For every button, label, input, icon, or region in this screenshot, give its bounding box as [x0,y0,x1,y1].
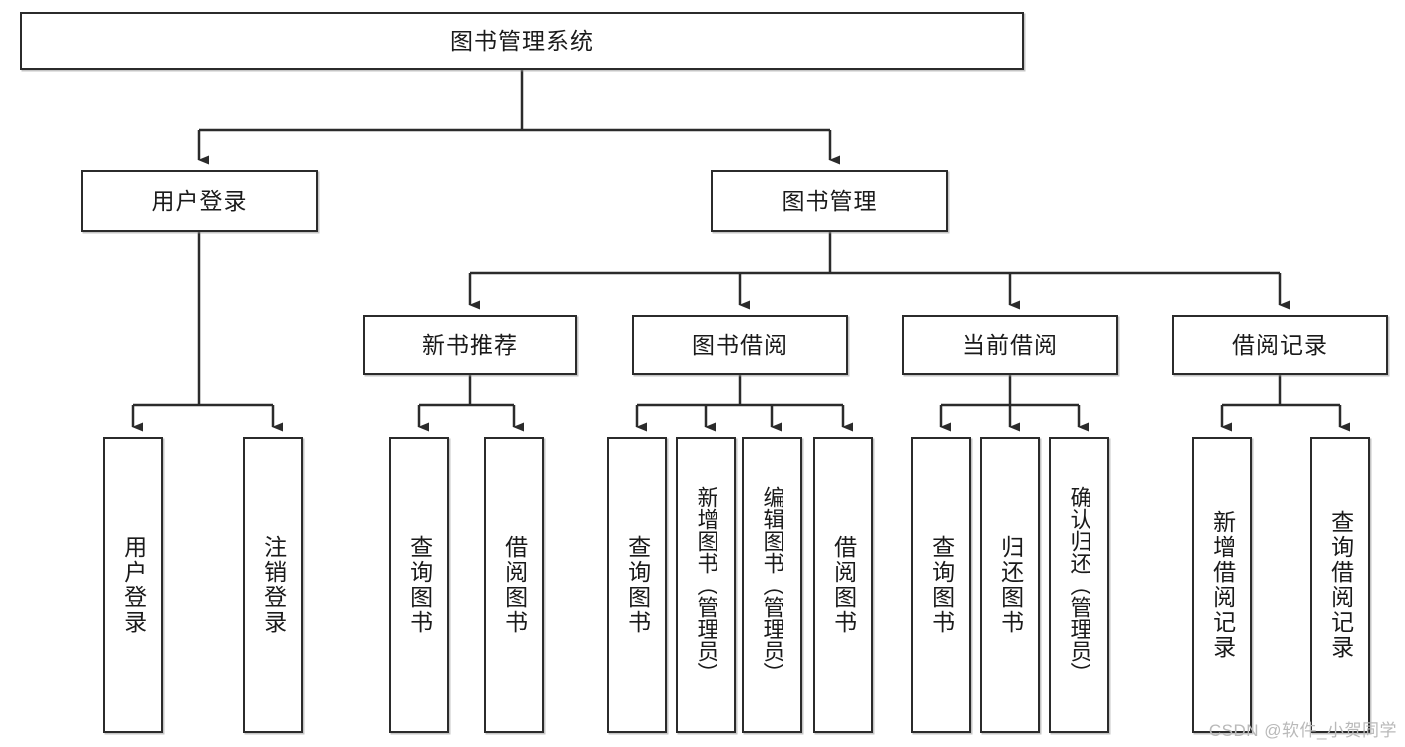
node-label: 新增借阅记录 [1209,510,1236,660]
node-label: 归还图书 [997,535,1024,635]
node-root-book-management-system[interactable]: 图书管理系统 [20,12,1024,70]
node-label: 编辑图书（管理员） [760,486,784,684]
watermark-text: CSDN @软件_小贺同学 [1208,721,1397,740]
node-label: 图书管理 [781,187,878,214]
leaf-query-book-recommend[interactable]: 查询图书 [389,437,449,733]
node-label: 借阅图书 [501,535,528,635]
node-label: 用户登录 [151,187,248,214]
leaf-return-book[interactable]: 归还图书 [980,437,1040,733]
node-label: 当前借阅 [962,331,1058,358]
node-new-book-recommend[interactable]: 新书推荐 [363,315,577,375]
node-label: 查询借阅记录 [1327,510,1354,660]
leaf-user-login[interactable]: 用户登录 [103,437,163,733]
node-label: 查询图书 [928,535,955,635]
leaf-edit-book-admin[interactable]: 编辑图书（管理员） [742,437,802,733]
node-label: 确认归还（管理员） [1067,486,1091,684]
leaf-logout-login[interactable]: 注销登录 [243,437,303,733]
node-current-borrow[interactable]: 当前借阅 [902,315,1118,375]
leaf-query-book-current[interactable]: 查询图书 [911,437,971,733]
leaf-borrow-book[interactable]: 借阅图书 [813,437,873,733]
node-label: 查询图书 [406,535,433,635]
node-label: 图书管理系统 [450,27,594,54]
leaf-confirm-return-admin[interactable]: 确认归还（管理员） [1049,437,1109,733]
leaf-query-book-borrow[interactable]: 查询图书 [607,437,667,733]
node-borrow-record[interactable]: 借阅记录 [1172,315,1388,375]
node-label: 查询图书 [624,535,651,635]
node-label: 新书推荐 [422,331,518,358]
node-label: 借阅图书 [830,535,857,635]
node-label: 图书借阅 [692,331,788,358]
node-book-borrow[interactable]: 图书借阅 [632,315,848,375]
leaf-add-borrow-record[interactable]: 新增借阅记录 [1192,437,1252,733]
node-label: 借阅记录 [1232,331,1328,358]
node-user-login[interactable]: 用户登录 [81,170,318,232]
node-label: 用户登录 [120,535,147,635]
node-label: 注销登录 [260,535,287,635]
leaf-query-borrow-record[interactable]: 查询借阅记录 [1310,437,1370,733]
node-label: 新增图书（管理员） [694,486,718,684]
node-book-management[interactable]: 图书管理 [711,170,948,232]
leaf-add-book-admin[interactable]: 新增图书（管理员） [676,437,736,733]
leaf-borrow-book-recommend[interactable]: 借阅图书 [484,437,544,733]
